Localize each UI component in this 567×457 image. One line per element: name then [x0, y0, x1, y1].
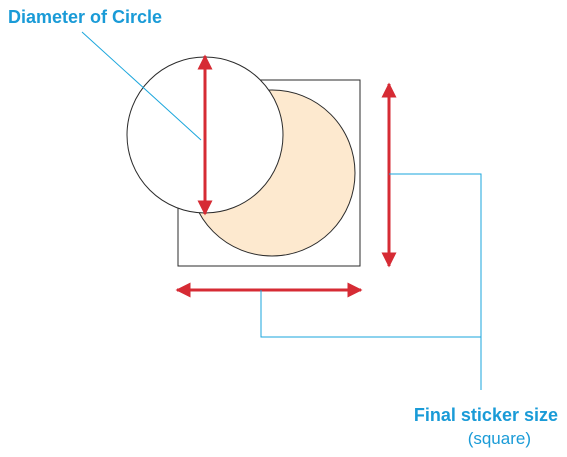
diameter-label: Diameter of Circle — [8, 7, 163, 27]
final-size-note: (square) — [467, 429, 531, 448]
final-size-label: Final sticker size — [413, 405, 558, 425]
width-leader-line — [260, 290, 481, 338]
height-leader-line — [389, 173, 482, 390]
diameter-leader-line — [81, 31, 202, 141]
